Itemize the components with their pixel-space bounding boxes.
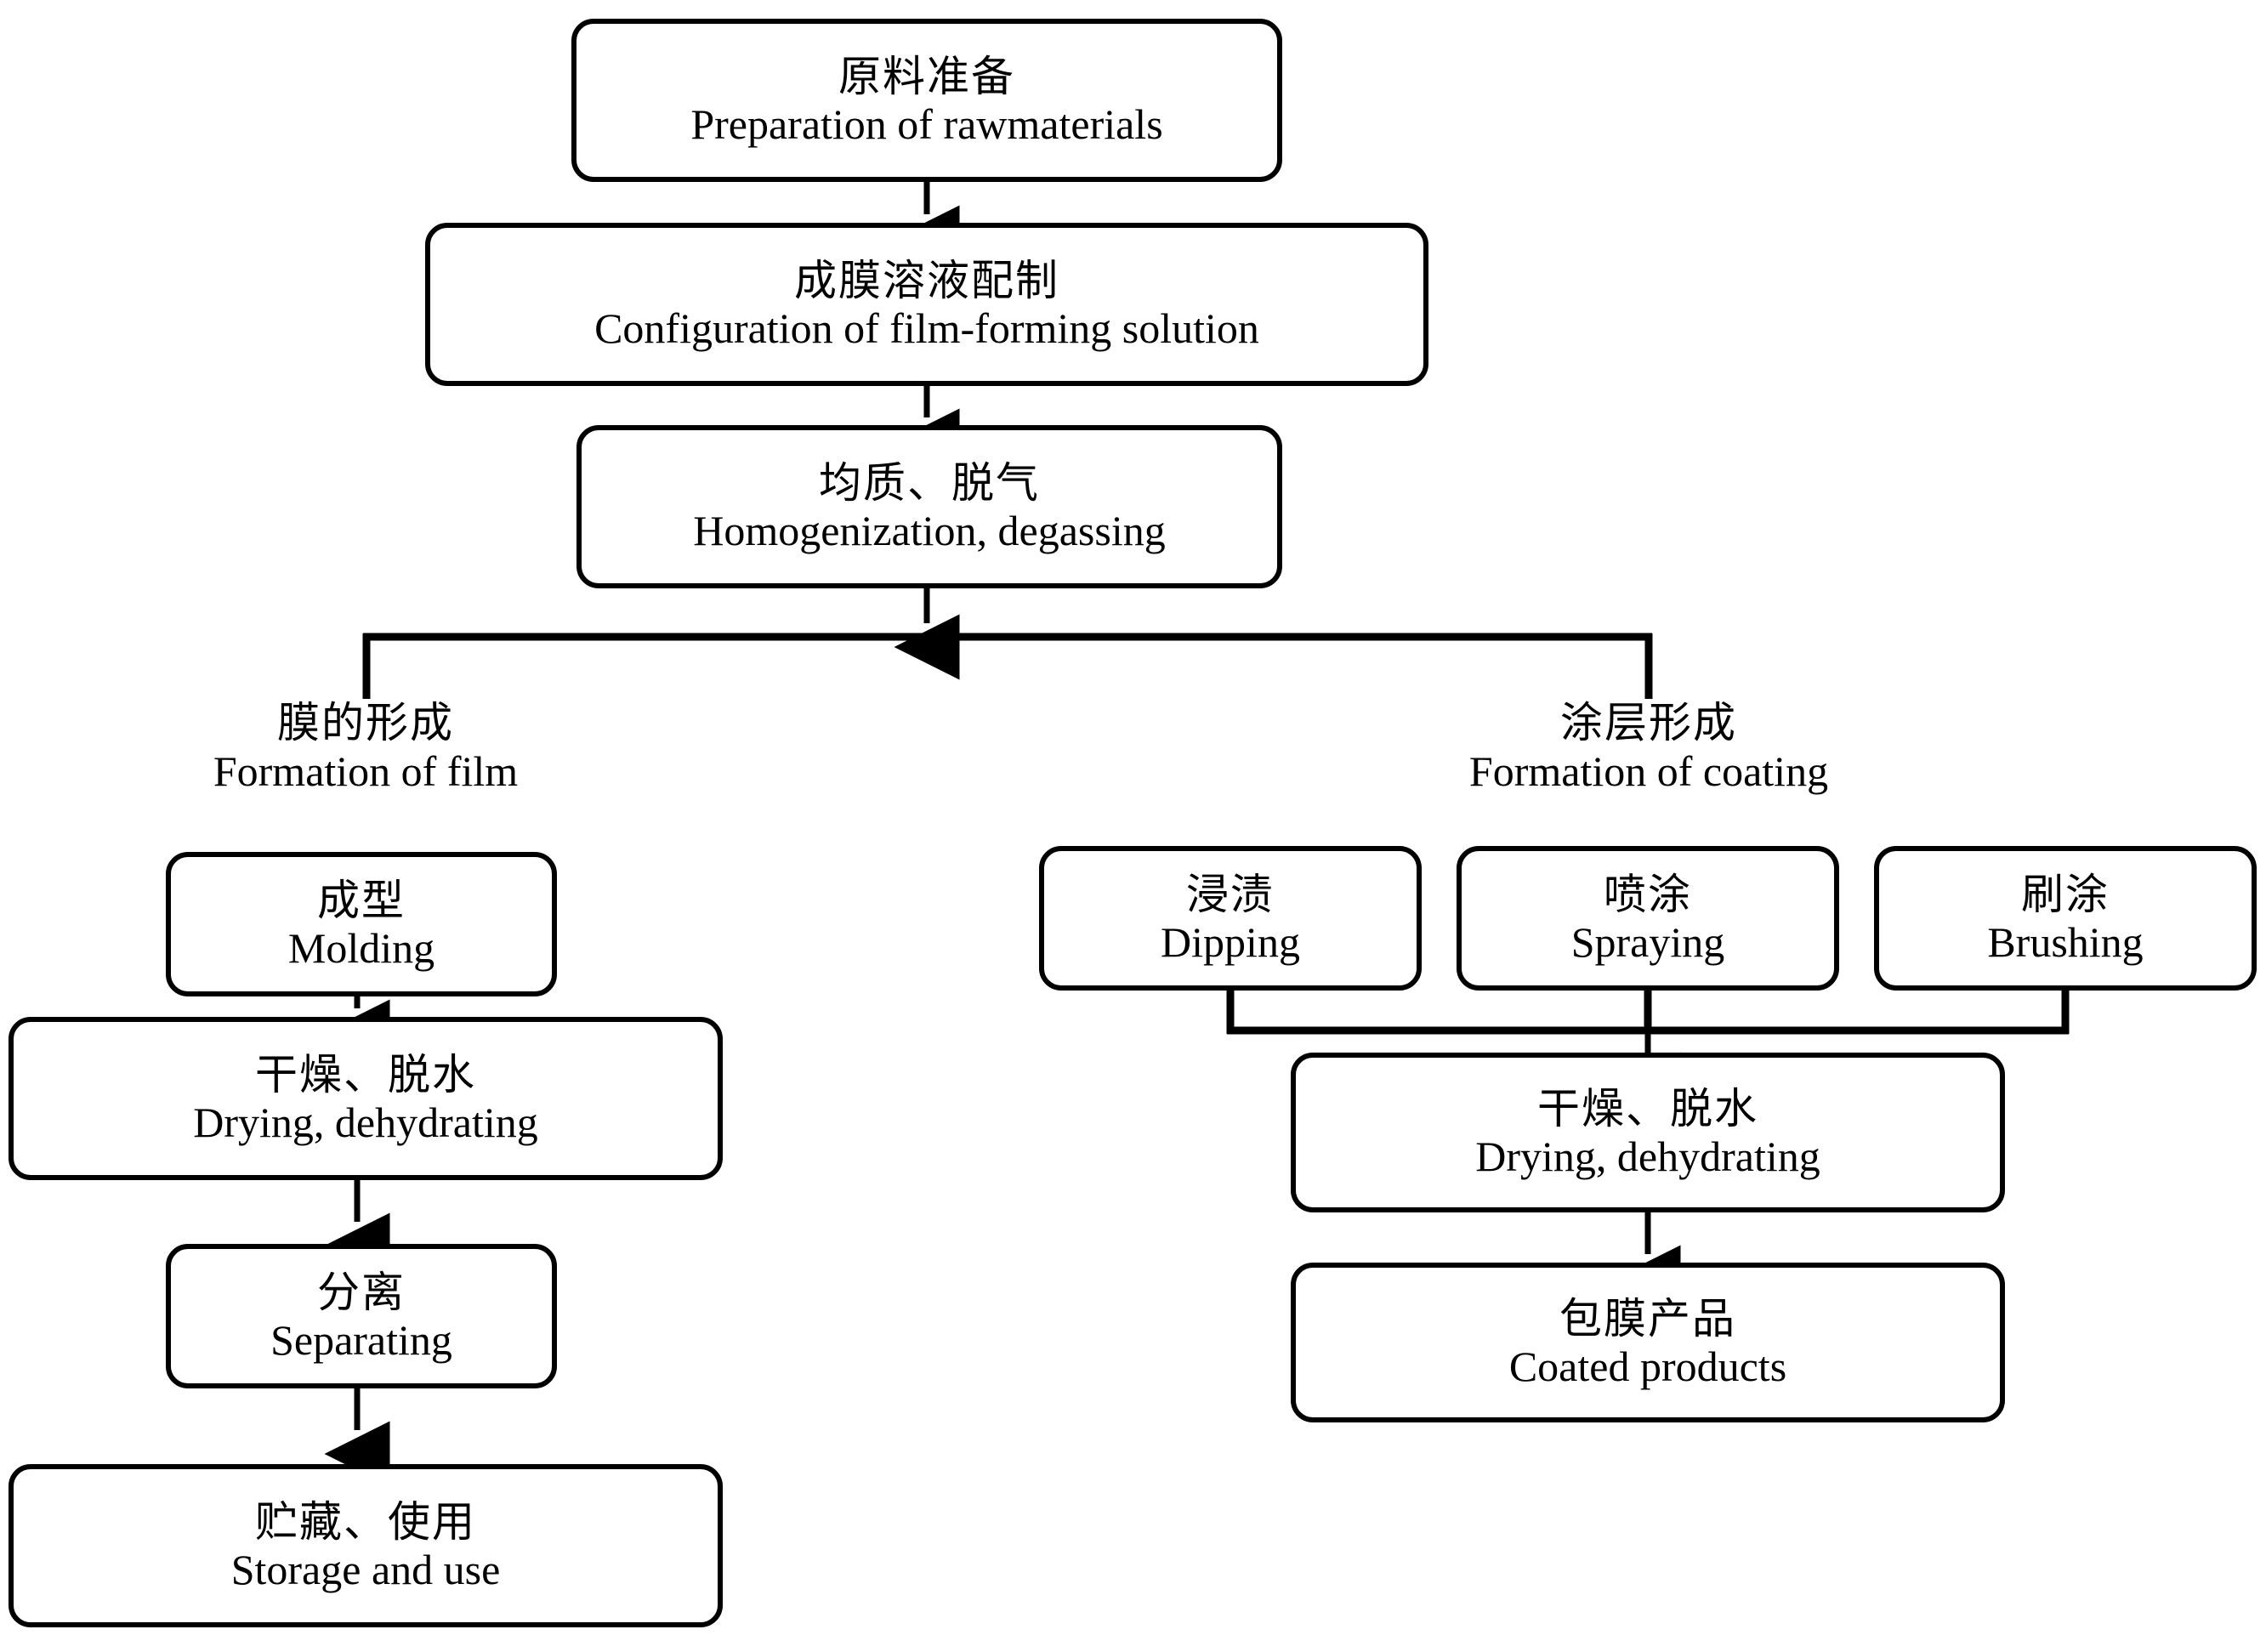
node-homogenization-label-cn: 均质、脱气 [819,459,1040,507]
node-separating[interactable]: 分离 Separating [166,1244,557,1388]
node-molding-label-en: Molding [287,924,435,972]
node-brushing[interactable]: 刷涂 Brushing [1874,846,2257,991]
node-raw-materials[interactable]: 原料准备 Preparation of rawmaterials [571,19,1282,182]
node-brushing-label-en: Brushing [1987,918,2144,966]
node-coated-products-label-cn: 包膜产品 [1559,1295,1736,1343]
node-spraying-label-cn: 喷涂 [1604,871,1692,918]
node-drying-left[interactable]: 干燥、脱水 Drying, dehydrating [9,1017,723,1180]
node-film-solution[interactable]: 成膜溶液配制 Configuration of film-forming sol… [425,223,1428,386]
node-dipping-label-cn: 浸渍 [1186,871,1275,918]
branch-label-formation-of-coating: 涂层形成 Formation of coating [1394,699,1904,796]
branch-label-film-cn: 膜的形成 [277,699,454,747]
node-raw-materials-label-cn: 原料准备 [838,53,1015,100]
node-spraying-label-en: Spraying [1570,918,1725,966]
node-separating-label-cn: 分离 [317,1269,406,1316]
node-raw-materials-label-en: Preparation of rawmaterials [690,100,1163,148]
node-film-solution-label-en: Configuration of film-forming solution [594,304,1259,352]
node-dipping[interactable]: 浸渍 Dipping [1039,846,1422,991]
node-drying-right-label-cn: 干燥、脱水 [1537,1085,1758,1133]
branch-label-film-en: Formation of film [213,747,519,795]
node-coated-products-label-en: Coated products [1508,1343,1787,1390]
node-film-solution-label-cn: 成膜溶液配制 [794,257,1059,304]
node-storage-label-cn: 贮藏、使用 [255,1498,476,1546]
node-storage-label-en: Storage and use [230,1546,501,1593]
node-drying-right-label-en: Drying, dehydrating [1475,1133,1820,1180]
branch-label-coating-cn: 涂层形成 [1560,699,1737,747]
node-dipping-label-en: Dipping [1161,918,1300,966]
node-brushing-label-cn: 刷涂 [2021,871,2110,918]
node-separating-label-en: Separating [270,1316,452,1364]
node-drying-left-label-cn: 干燥、脱水 [255,1051,476,1098]
branch-label-coating-en: Formation of coating [1468,747,1829,795]
node-homogenization[interactable]: 均质、脱气 Homogenization, degassing [576,425,1282,588]
node-molding-label-cn: 成型 [317,877,406,924]
node-homogenization-label-en: Homogenization, degassing [693,507,1166,554]
node-drying-left-label-en: Drying, dehydrating [193,1098,538,1146]
node-storage[interactable]: 贮藏、使用 Storage and use [9,1464,723,1627]
branch-label-formation-of-film: 膜的形成 Formation of film [111,699,621,796]
node-spraying[interactable]: 喷涂 Spraying [1457,846,1839,991]
node-molding[interactable]: 成型 Molding [166,852,557,996]
node-drying-right[interactable]: 干燥、脱水 Drying, dehydrating [1291,1053,2005,1212]
node-coated-products[interactable]: 包膜产品 Coated products [1291,1263,2005,1422]
